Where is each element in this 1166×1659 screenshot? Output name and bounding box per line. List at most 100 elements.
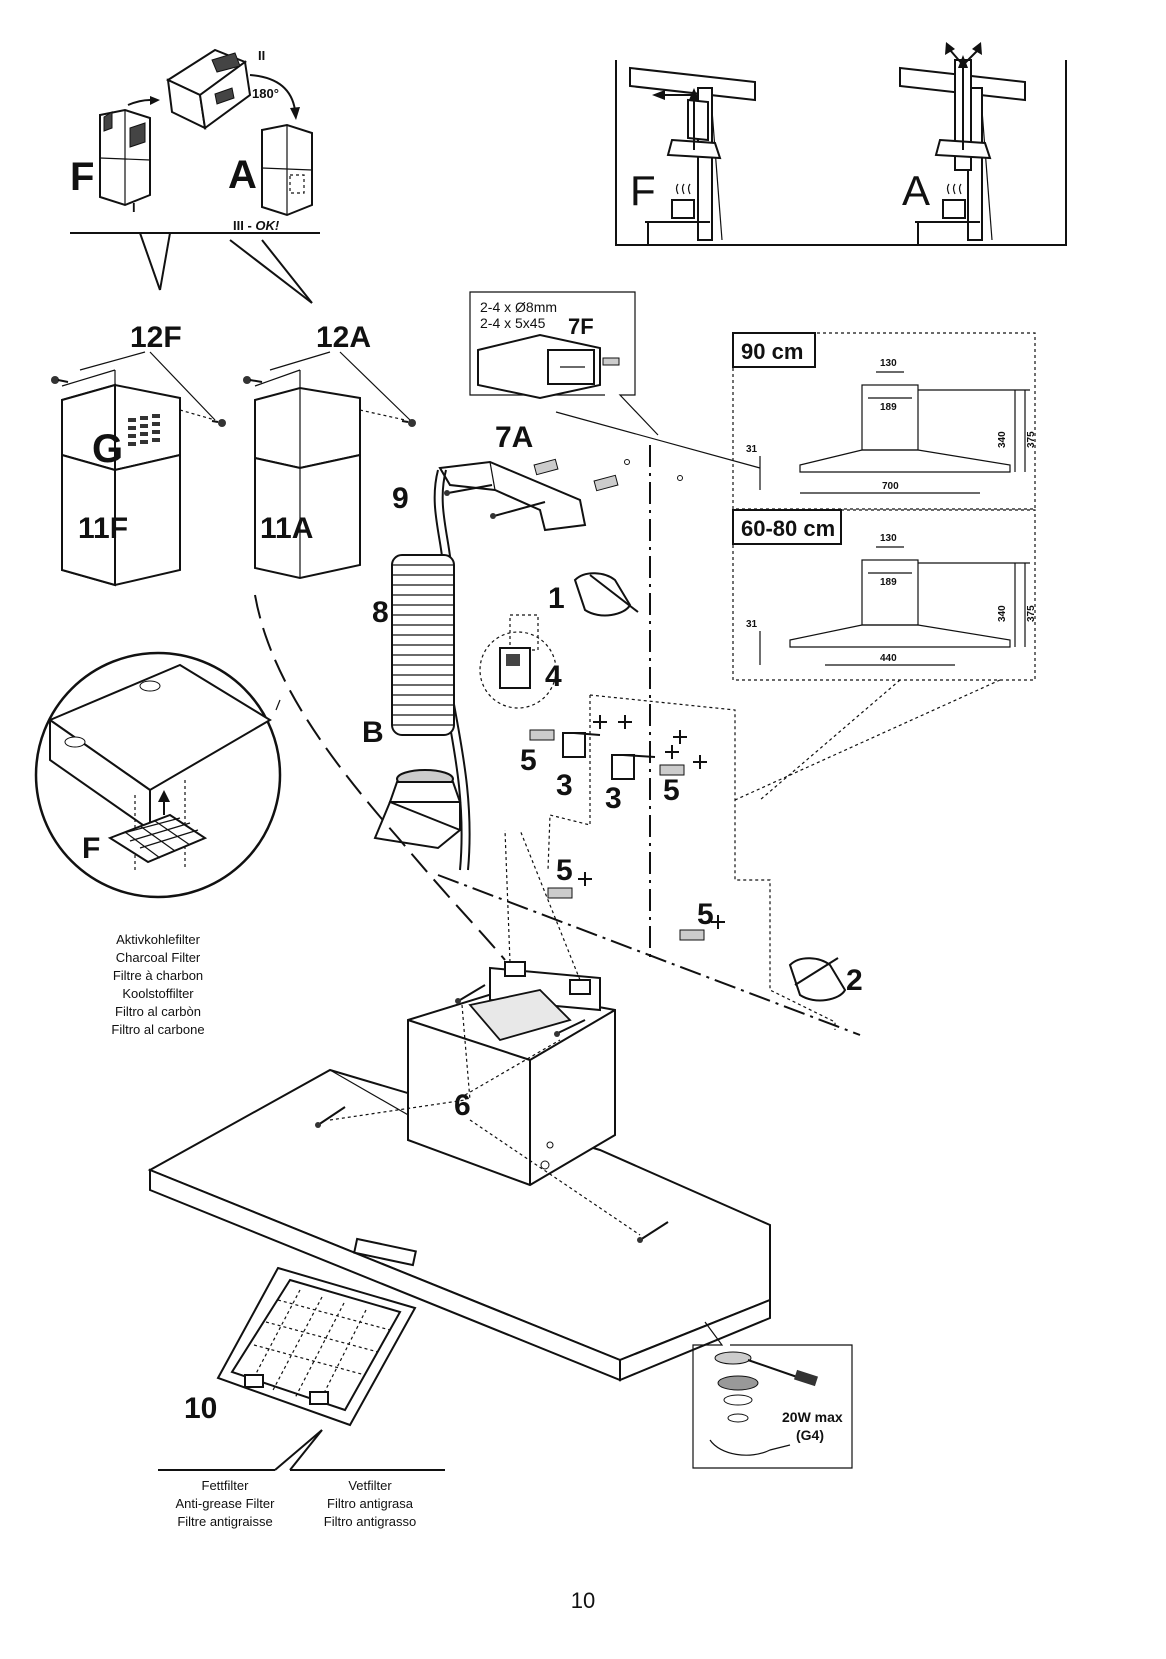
dim-6080-base-width: 440 [880,653,897,664]
step-one-label: I [132,200,136,215]
part-6-label: 6 [454,1089,471,1122]
screw-icon [315,1106,346,1128]
part-7f-label: 7F [568,314,594,339]
screw-icon [243,376,263,384]
dim-6080-inner-width: 189 [880,577,897,588]
charcoal-caption-line: Charcoal Filter [116,950,201,965]
screw-icon [444,484,493,496]
lamp-wattage-label: 20W max [782,1409,843,1425]
pencil-hand-icon [788,957,847,1002]
part-8-label: 8 [372,596,389,629]
charcoal-filter-detail: F [34,651,282,899]
fixings-line-1: 2-4 x Ø8mm [480,299,557,315]
grease-caption-line: Filtre antigraisse [177,1514,272,1529]
charcoal-caption-line: Aktivkohlefilter [116,932,200,947]
part-g-label: G [92,427,123,471]
rotation-angle-label: 180° [252,86,279,101]
dim-90-base-width: 700 [882,481,899,492]
chimney-parts-group: 12F 12A G 11F 11A [51,321,416,587]
part-3b-label: 3 [605,782,622,815]
drill-mark-icon [578,715,725,929]
wall-plug-icon [547,887,573,899]
flexible-duct-icon [391,554,455,736]
part-5a-label: 5 [520,744,537,777]
charcoal-caption-line: Filtro al carbone [111,1022,204,1037]
wall-plug-icon [533,458,559,476]
part-3a-label: 3 [556,769,573,802]
dimension-6080-title: 60-80 cm [741,516,835,541]
chimney-conversion-diagram: F A I II 180° III - OK! [70,48,320,304]
wall-plug-icon [659,764,685,776]
dimension-90-title: 90 cm [741,339,803,364]
page-number: 10 [571,1588,595,1613]
screw-icon [490,501,546,519]
grease-caption-line: Anti-grease Filter [176,1496,276,1511]
part-f-filter-label: F [82,832,100,865]
lamp-replacement-box: 20W max (G4) [692,1321,853,1469]
fixings-detail-box: 2-4 x Ø8mm 2-4 x 5x45 7F [469,291,659,436]
part-11a-label: 11A [260,512,313,545]
grease-caption-line: Filtro antigrasso [324,1514,416,1529]
dim-6080-height-1: 340 [997,605,1008,622]
part-7a-label: 7A [495,421,533,454]
cooker-hood-body [147,961,771,1382]
chimney-f-label: F [70,155,94,199]
part-4-label: 4 [545,660,562,693]
grease-filter-panel: 10 [158,1266,445,1471]
mounting-screws [315,829,669,1243]
grease-caption-line: Vetfilter [348,1478,392,1493]
clip-detail-group [479,614,557,709]
screw-icon [51,376,69,384]
part-5c-label: 5 [556,854,573,887]
charcoal-caption-line: Filtro al carbòn [115,1004,201,1019]
charcoal-filter-caption: Aktivkohlefilter Charcoal Filter Filtre … [111,932,204,1037]
dim-90-inner-width: 189 [880,402,897,413]
duct-hose-group: 9 8 B [362,469,471,871]
part-12f-label: 12F [130,321,182,354]
screw-icon [637,1221,669,1243]
grease-caption-line: Fettfilter [202,1478,250,1493]
screw-icon [401,419,416,427]
dim-6080-top-width: 130 [880,533,897,544]
dim-90-height-1: 340 [997,431,1008,448]
step-three-label: III - OK! [233,218,280,233]
screw-icon [554,1019,586,1037]
dim-6080-offset: 31 [746,619,758,630]
screw-icon [211,419,226,427]
part-9-label: 9 [392,482,409,515]
step-two-label: II [258,48,265,63]
charcoal-caption-line: Koolstoffilter [122,986,194,1001]
dimension-box-90cm: 90 cm 130 189 700 31 340 375 [732,332,1037,510]
dim-90-offset: 31 [746,444,758,455]
charcoal-filter-grid-icon [107,813,208,864]
wall-plug-icon [679,929,705,941]
wall-bracket-group: 7A [438,411,761,960]
fixing-clip-icon [562,732,601,758]
charcoal-caption-line: Filtre à charbon [113,968,203,983]
step-2-label: 2 [846,964,863,997]
screw-icon [455,984,486,1004]
grease-filter-caption: Fettfilter Anti-grease Filter Filtre ant… [176,1478,417,1529]
part-12a-label: 12A [316,321,371,354]
dim-6080-height-2: 375 [1026,605,1037,622]
dim-90-height-2: 375 [1026,431,1037,448]
grease-caption-line: Filtro antigrasa [327,1496,414,1511]
part-10-label: 10 [184,1392,217,1425]
room-f-label: F [630,167,656,214]
wall-plug-icon [602,357,620,366]
part-5d-label: 5 [697,898,714,931]
duct-flange-icon [373,769,462,850]
part-5b-label: 5 [663,774,680,807]
dim-90-top-width: 130 [880,358,897,369]
ventilation-mode-diagram: F A [615,42,1067,246]
fixing-clip-icon [611,754,656,780]
wall-plug-icon [529,729,555,741]
pencil-hand-icon [573,572,639,617]
part-b-label: B [362,716,384,749]
part-11f-label: 11F [78,512,128,545]
dimension-box-6080cm: 60-80 cm 130 189 440 31 340 375 [732,509,1037,801]
vent-grille-icon [128,414,160,446]
lamp-type-label: (G4) [796,1427,824,1443]
